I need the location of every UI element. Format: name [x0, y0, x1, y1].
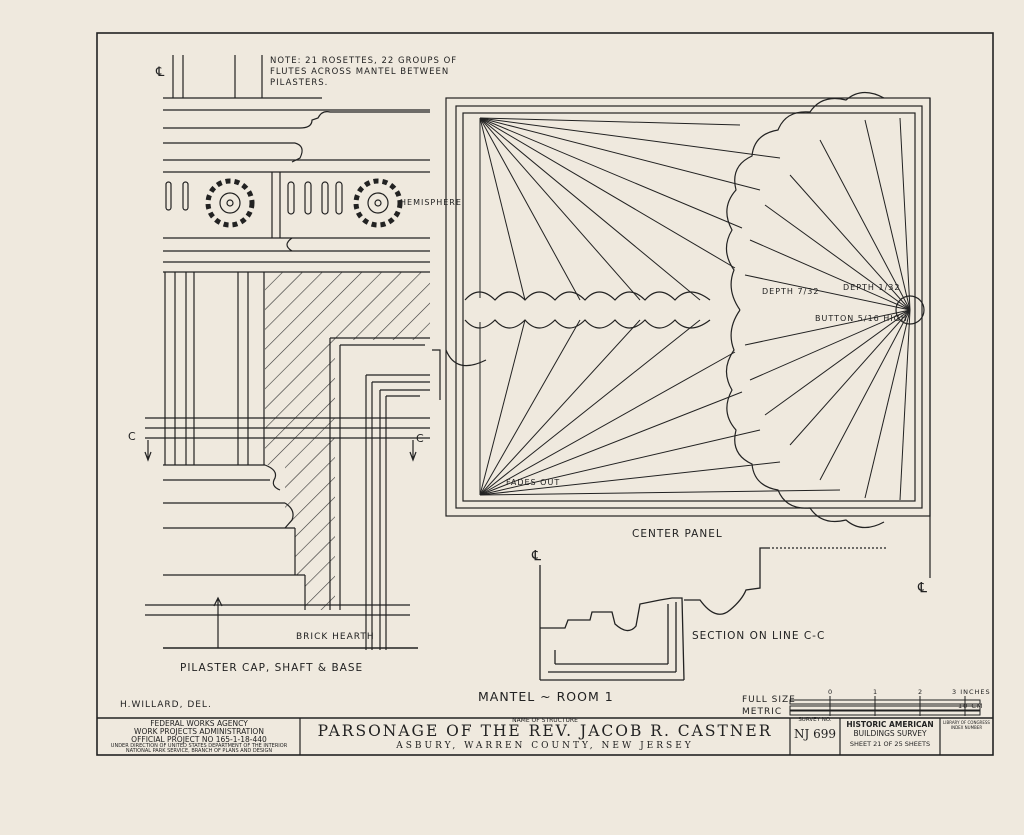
- center-panel-label: CENTER PANEL: [632, 528, 723, 540]
- fades-out-label: FADES OUT: [506, 478, 561, 487]
- depth-left-label: DEPTH 7/32: [762, 287, 820, 296]
- agency-line-1: FEDERAL WORKS AGENCY: [150, 719, 248, 728]
- outer-border: [96, 32, 994, 756]
- survey-number: NJ 699: [793, 727, 837, 741]
- direction-line-2: NATIONAL PARK SERVICE, BRANCH OF PLANS A…: [125, 748, 273, 754]
- depth-right-label: DEPTH 1/32: [843, 283, 901, 292]
- centerline-symbol-top: ℄: [531, 548, 541, 564]
- drawing-note: NOTE: 21 ROSETTES, 22 GROUPS OF FLUTES A…: [270, 56, 458, 88]
- hemisphere-label: HEMISPHERE: [400, 198, 462, 207]
- button-label: BUTTON 5/16 HIGH: [815, 314, 908, 323]
- svg-text:℄: ℄: [155, 65, 165, 80]
- scale-bar: [789, 696, 981, 716]
- cut-c-right: C: [416, 432, 425, 445]
- centerline-symbol-right: ℄: [917, 580, 927, 596]
- title-block-grid: [299, 718, 941, 755]
- cut-c-left: C: [128, 430, 137, 443]
- scale-cm: 10 CM: [958, 702, 984, 710]
- scale-inches: 3 INCHES: [952, 688, 991, 696]
- section-line-label: SECTION ON LINE C-C: [692, 630, 826, 642]
- name-caption: NAME OF STRUCTURE: [512, 717, 578, 724]
- library-line-2: INDEX NUMBER: [950, 725, 983, 730]
- scale-tick-0: 0: [828, 688, 834, 696]
- survey-caption: SURVEY NO.: [798, 717, 832, 723]
- library-line-1: LIBRARY OF CONGRESS: [943, 720, 990, 725]
- brick-hearth-label: BRICK HEARTH: [296, 632, 375, 642]
- delineator-label: H.WILLARD, DEL.: [120, 700, 212, 710]
- agency-line-2: WORK PROJECTS ADMINISTRATION: [134, 727, 264, 736]
- mantel-room-title: MANTEL ~ ROOM 1: [478, 689, 614, 704]
- center-panel-drawing: [432, 91, 931, 578]
- structure-name: PARSONAGE OF THE REV. JACOB R. CASTNER: [317, 722, 773, 740]
- sheet-number: SHEET 21 OF 25 SHEETS: [849, 740, 931, 748]
- scale-tick-1: 1: [873, 688, 879, 696]
- agency-line-3: OFFICIAL PROJECT NO 165-1-18-440: [131, 735, 267, 744]
- section-c-c: [539, 547, 888, 681]
- habs-line-1: HISTORIC AMERICAN: [846, 720, 934, 729]
- pilaster-detail: ℄: [144, 55, 430, 650]
- direction-line-1: UNDER DIRECTION OF UNITED STATES DEPARTM…: [110, 743, 288, 749]
- scale-full-size: FULL SIZE: [742, 695, 796, 705]
- habs-line-2: BUILDINGS SURVEY: [853, 729, 927, 738]
- scale-tick-2: 2: [918, 688, 924, 696]
- scale-metric: METRIC: [742, 707, 783, 717]
- pilaster-label: PILASTER CAP, SHAFT & BASE: [180, 662, 364, 674]
- location: ASBURY, WARREN COUNTY, NEW JERSEY: [396, 741, 694, 751]
